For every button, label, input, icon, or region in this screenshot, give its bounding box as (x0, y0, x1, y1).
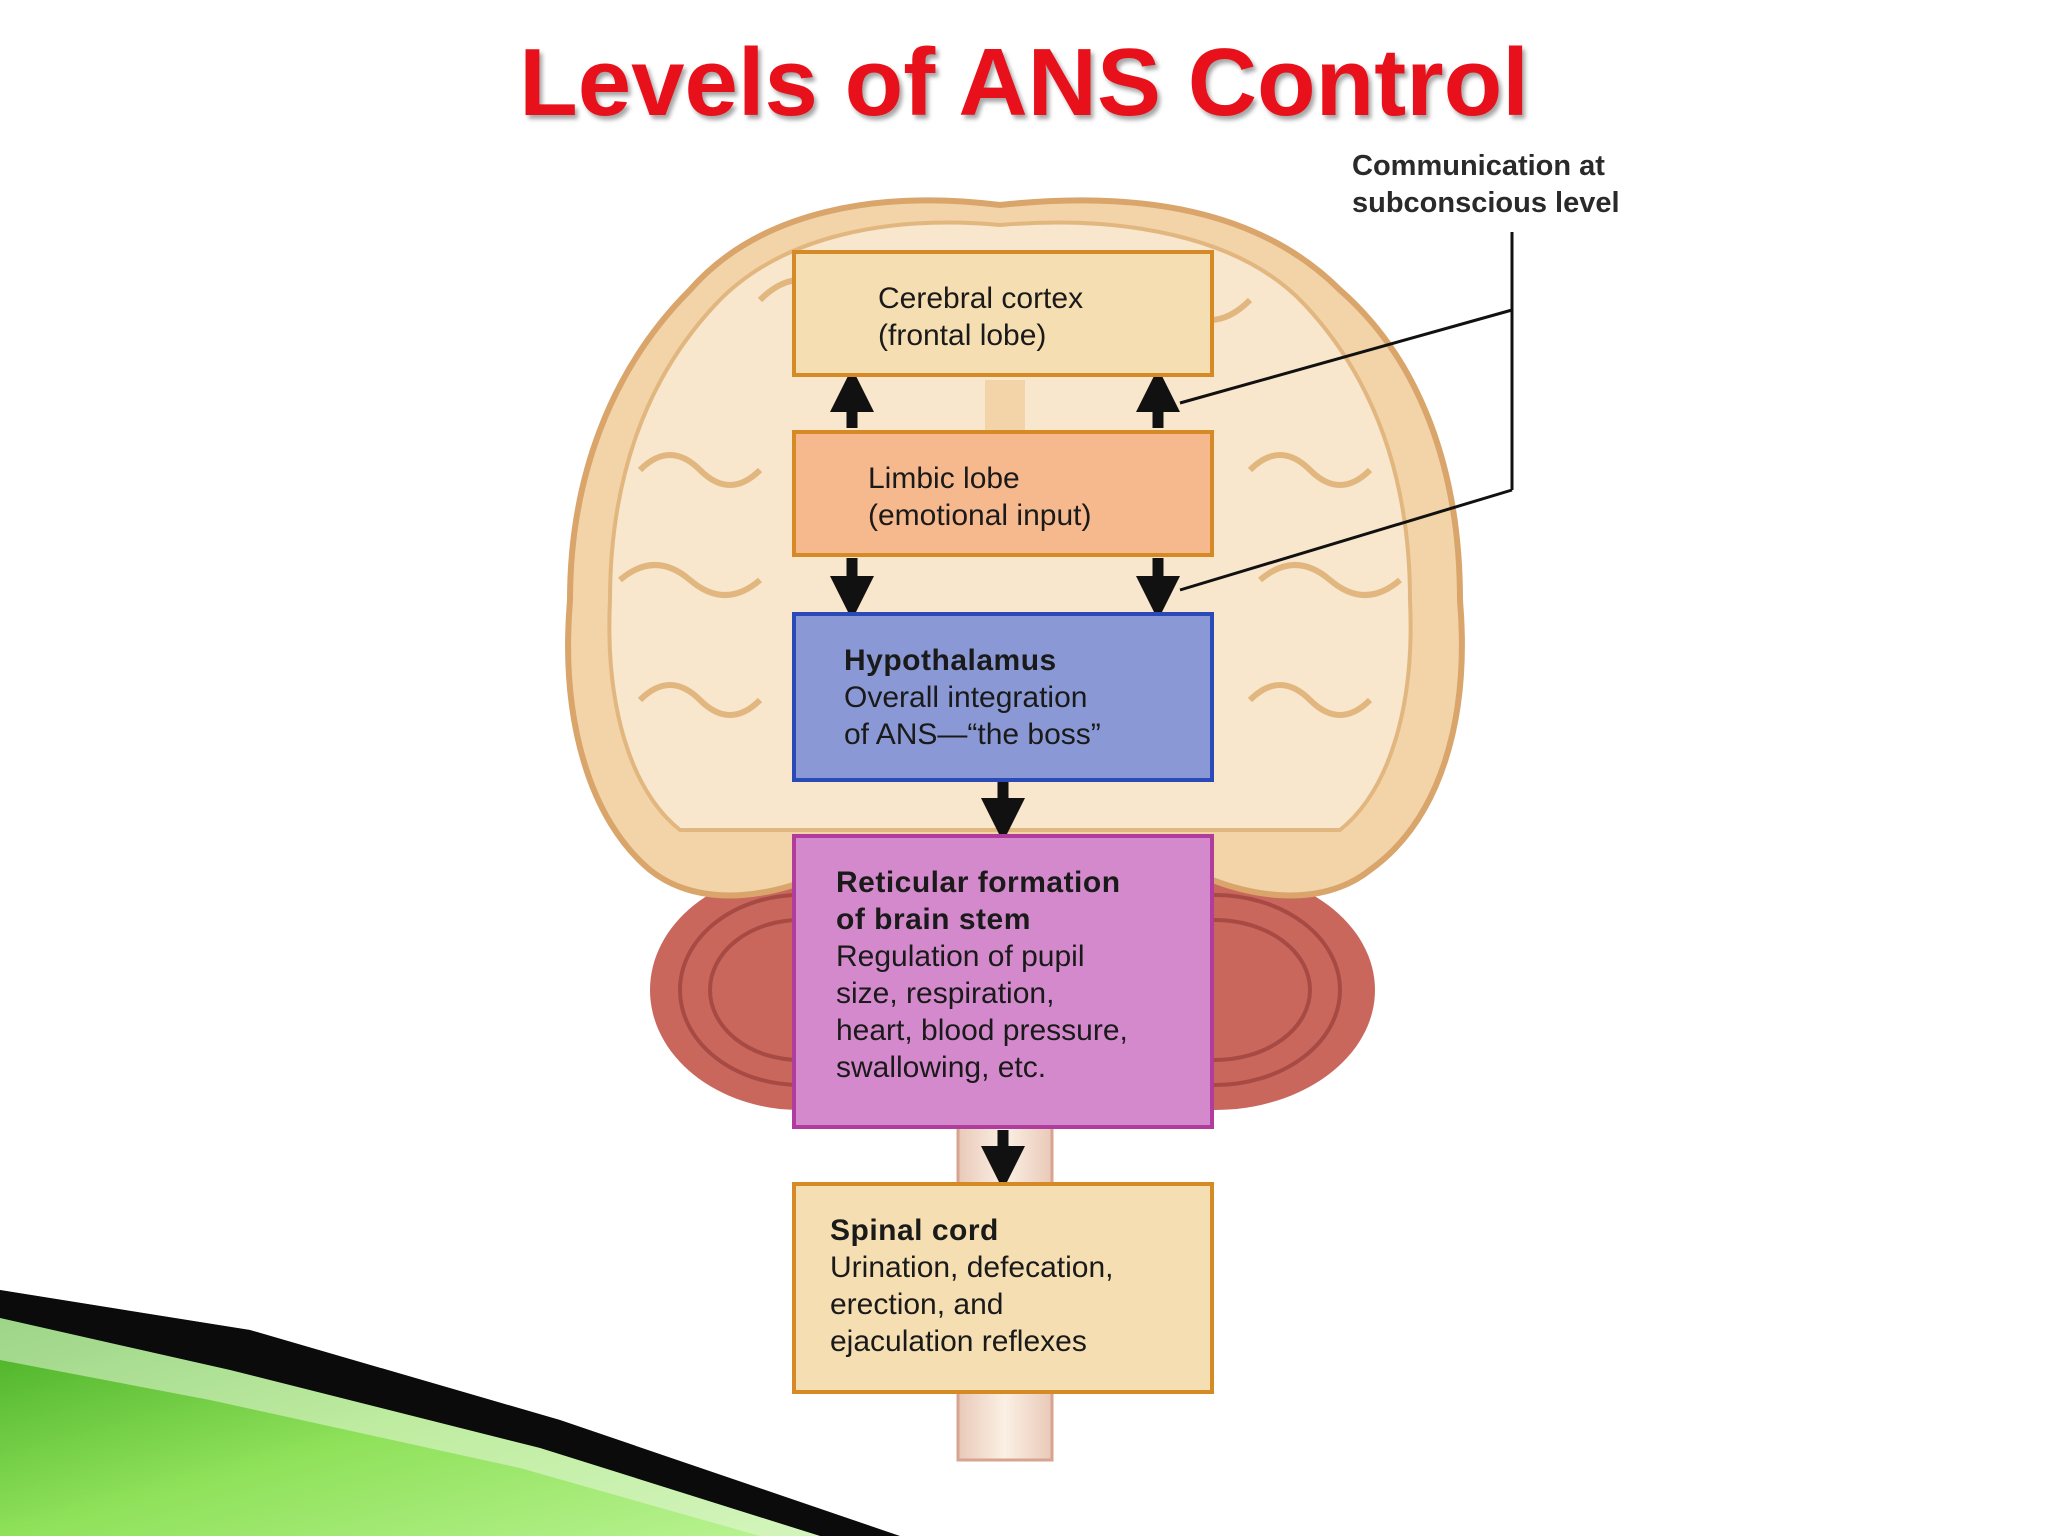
flow-arrows (830, 368, 1180, 1190)
annotation-line-2: subconscious level (1352, 187, 1620, 219)
reticular-line-2: size, respiration, (836, 977, 1055, 1010)
reticular-formation-box: Reticular formation of brain stem Regula… (792, 834, 1214, 1129)
limbic-lobe-box: Limbic lobe (emotional input) (792, 430, 1214, 557)
callout-lines (1179, 232, 1514, 592)
reticular-line-1: Regulation of pupil (836, 940, 1085, 973)
annotation-line-1: Communication at (1352, 150, 1605, 182)
annotation-label: Communication at subconscious level (1352, 148, 1682, 222)
spinal-cord-box: Spinal cord Urination, defecation, erect… (792, 1182, 1214, 1394)
cortex-line-1: Cerebral cortex (878, 282, 1084, 315)
hypothalamus-line-2: of ANS—“the boss” (844, 718, 1101, 751)
reticular-line-3: heart, blood pressure, (836, 1014, 1128, 1047)
limbic-line-2: (emotional input) (868, 499, 1092, 532)
reticular-line-4: swallowing, etc. (836, 1051, 1047, 1084)
spinal-line-1: Urination, defecation, (830, 1251, 1114, 1284)
reticular-heading-1: Reticular formation (836, 866, 1121, 899)
green-ribbon-decoration (0, 1290, 900, 1536)
limbic-line-1: Limbic lobe (868, 462, 1020, 495)
spinal-line-3: ejaculation reflexes (830, 1325, 1087, 1358)
cortex-line-2: (frontal lobe) (878, 319, 1047, 352)
spinal-line-2: erection, and (830, 1288, 1004, 1321)
page-title: Levels of ANS Control (519, 29, 1529, 136)
cerebral-cortex-box: Cerebral cortex (frontal lobe) (792, 250, 1214, 377)
reticular-heading-2: of brain stem (836, 903, 1031, 936)
spinal-heading: Spinal cord (830, 1214, 999, 1247)
hypothalamus-line-1: Overall integration (844, 681, 1088, 714)
hypothalamus-box: Hypothalamus Overall integration of ANS—… (792, 612, 1214, 782)
hypothalamus-heading: Hypothalamus (844, 644, 1057, 677)
